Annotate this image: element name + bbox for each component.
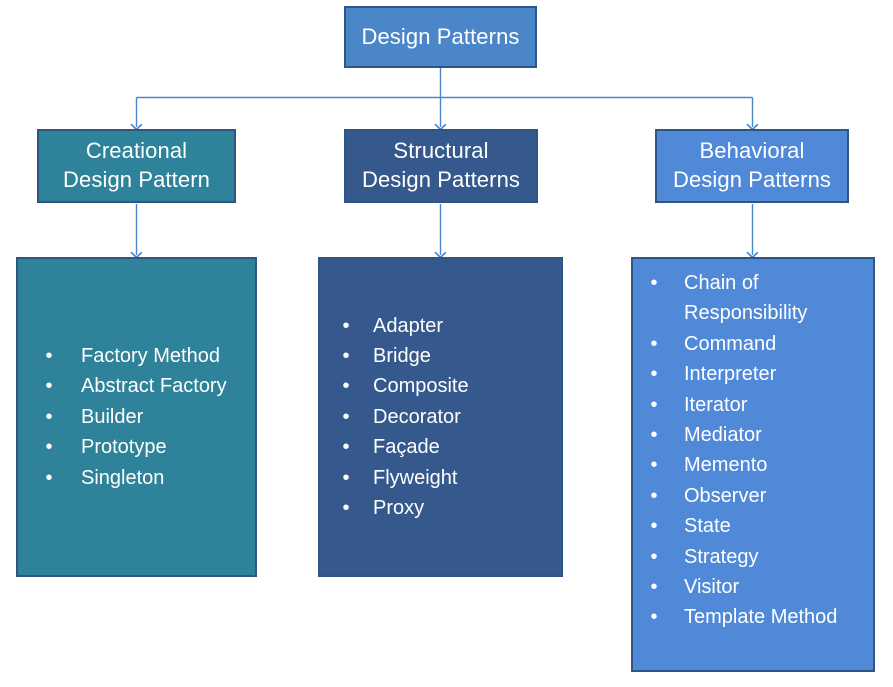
bullet-icon: • (650, 454, 658, 477)
list-behavioral-patterns: • Chain of Responsibility • Command • Interpr… (633, 268, 873, 633)
list-item[interactable]: • Memento (633, 450, 873, 480)
bullet-icon: • (45, 466, 53, 489)
list-item[interactable]: • Chain of Responsibility (633, 268, 873, 329)
bullet-icon: • (342, 466, 350, 489)
panel-creational-patterns: • Factory Method • Abstract Factory • Builder… (16, 257, 257, 577)
list-item-label: Chain of Responsibility (684, 272, 808, 325)
bullet-icon: • (650, 363, 658, 386)
list-item-label: Decorator (373, 405, 461, 428)
list-item-label: Proxy (373, 497, 425, 520)
list-item[interactable]: • Factory Method (18, 341, 255, 371)
list-item-label: Visitor (684, 576, 740, 599)
bullet-icon: • (342, 344, 350, 367)
list-item[interactable]: • Iterator (633, 390, 873, 420)
list-item-label: Memento (684, 454, 768, 477)
list-item[interactable]: • Adapter (320, 311, 561, 341)
list-item[interactable]: • Strategy (633, 542, 873, 572)
bullet-icon: • (650, 606, 658, 629)
bullet-icon: • (342, 405, 350, 428)
list-item-label: Adapter (373, 314, 444, 337)
list-item-label: Template Method (684, 606, 838, 629)
list-item[interactable]: • State (633, 511, 873, 541)
list-item-label: Strategy (684, 545, 759, 568)
list-item[interactable]: • Prototype (18, 432, 255, 462)
panel-behavioral-patterns: • Chain of Responsibility • Command • Interpr… (631, 257, 875, 672)
list-item-label: Abstract Factory (81, 375, 227, 398)
node-creational-design-pattern[interactable]: Creational Design Pattern (37, 129, 236, 203)
bullet-icon: • (650, 332, 658, 355)
list-item[interactable]: • Decorator (320, 402, 561, 432)
list-item[interactable]: • Observer (633, 481, 873, 511)
list-item[interactable]: • Mediator (633, 420, 873, 450)
list-item[interactable]: • Interpreter (633, 359, 873, 389)
panel-structural-patterns: • Adapter • Bridge • Composite • Decorator • Faça… (318, 257, 563, 577)
list-item[interactable]: • Façade (320, 432, 561, 462)
bullet-icon: • (650, 515, 658, 538)
bullet-icon: • (45, 405, 53, 428)
behavioral-title-line1: Behavioral (699, 138, 805, 164)
list-item-label: Bridge (373, 344, 431, 367)
root-label: Design Patterns (361, 23, 520, 49)
bullet-icon: • (45, 375, 53, 398)
list-item-label: Flyweight (373, 466, 458, 489)
list-item-label: State (684, 515, 731, 538)
list-item[interactable]: • Command (633, 329, 873, 359)
list-item-label: Façade (373, 436, 440, 459)
list-item[interactable]: • Singleton (18, 463, 255, 493)
list-item-label: Composite (373, 375, 469, 398)
list-item-label: Observer (684, 484, 767, 507)
list-item[interactable]: • Flyweight (320, 463, 561, 493)
bullet-icon: • (650, 545, 658, 568)
creational-title-line1: Creational (85, 138, 188, 164)
bullet-icon: • (650, 393, 658, 416)
bullet-icon: • (650, 576, 658, 599)
list-item[interactable]: • Visitor (633, 572, 873, 602)
bullet-icon: • (342, 436, 350, 459)
list-item[interactable]: • Composite (320, 371, 561, 401)
bullet-icon: • (45, 436, 53, 459)
list-item[interactable]: • Template Method (633, 602, 873, 632)
bullet-icon: • (342, 314, 350, 337)
bullet-icon: • (650, 484, 658, 507)
behavioral-title-line2: Design Patterns (672, 167, 832, 192)
list-item-label: Interpreter (684, 363, 777, 386)
list-item[interactable]: • Builder (18, 402, 255, 432)
list-item[interactable]: • Bridge (320, 341, 561, 371)
list-item[interactable]: • Abstract Factory (18, 371, 255, 401)
list-item-label: Factory Method (81, 344, 220, 367)
list-item-label: Iterator (684, 393, 748, 416)
list-item-label: Singleton (81, 466, 165, 489)
list-item-label: Command (684, 332, 777, 355)
node-structural-design-patterns[interactable]: Structural Design Patterns (344, 129, 538, 203)
bullet-icon: • (45, 344, 53, 367)
bullet-icon: • (342, 375, 350, 398)
list-item-label: Builder (81, 405, 144, 428)
bullet-icon: • (650, 424, 658, 447)
bullet-icon: • (650, 272, 658, 294)
list-item-label: Mediator (684, 424, 762, 447)
node-design-patterns-root[interactable]: Design Patterns (344, 6, 537, 68)
structural-title-line2: Design Patterns (361, 167, 521, 192)
bullet-icon: • (342, 497, 350, 520)
structural-title-line1: Structural (393, 138, 489, 164)
list-structural-patterns: • Adapter • Bridge • Composite • Decorator • Faça… (320, 311, 561, 524)
list-item[interactable]: • Proxy (320, 493, 561, 523)
creational-title-line2: Design Pattern (63, 167, 210, 192)
node-behavioral-design-patterns[interactable]: Behavioral Design Patterns (655, 129, 849, 203)
list-creational-patterns: • Factory Method • Abstract Factory • Builder… (18, 341, 255, 493)
list-item-label: Prototype (81, 436, 167, 459)
